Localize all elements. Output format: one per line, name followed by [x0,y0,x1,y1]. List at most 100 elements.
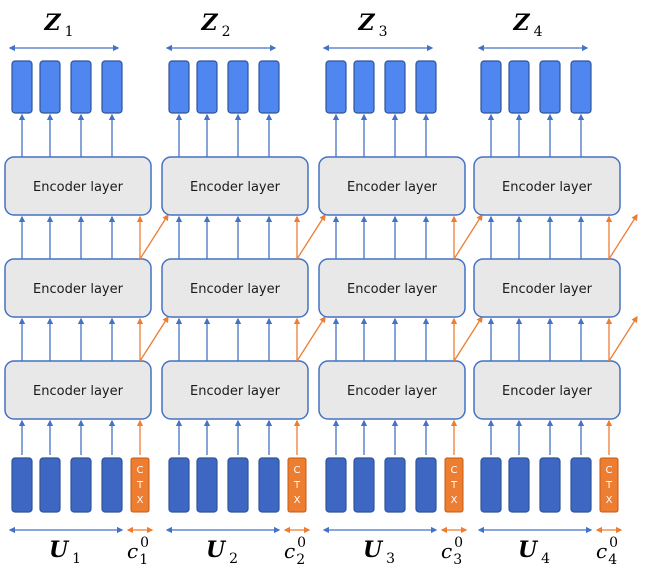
ctx-token [287,457,307,513]
z-index: 2 [222,24,231,40]
u-letter: U [363,537,384,563]
output-token [539,60,561,114]
encoder-layer [4,156,152,216]
encoder-layer [161,156,309,216]
ctx-diagonal-arrow [296,315,326,362]
ctx-token-label: T [136,480,144,491]
encoder-layer [473,258,621,318]
input-token [39,457,61,513]
ctx-token-label: C [294,465,301,476]
ctx-diagonal-arrow [139,213,169,260]
output-token [325,60,347,114]
ctx-token-label: C [137,465,144,476]
c-label: c30 [441,535,463,568]
z-index: 3 [379,24,388,40]
input-token [508,457,530,513]
encoder-layer-label: Encoder layer [190,180,281,195]
z-letter: Z [44,10,62,36]
ctx-token-label: X [294,495,301,506]
input-token [325,457,347,513]
u-index: 2 [229,551,238,567]
c-label: c10 [127,535,149,568]
z-letter: Z [201,10,219,36]
encoder-layer-label: Encoder layer [33,180,124,195]
input-token [168,457,190,513]
c-sub: 1 [139,552,148,568]
encoder-layer-label: Encoder layer [33,282,124,297]
ctx-token [130,457,150,513]
z-index: 1 [65,24,74,40]
output-token [570,60,592,114]
output-token [101,60,123,114]
z-letter: Z [513,10,531,36]
c-sup: 0 [297,535,306,551]
input-token [11,457,33,513]
encoder-layer-label: Encoder layer [190,282,281,297]
c-letter: c [441,539,452,563]
input-token [70,457,92,513]
ctx-token-label: X [137,495,144,506]
encoder-layer-label: Encoder layer [502,180,593,195]
encoder-layer-label: Encoder layer [502,384,593,399]
encoder-layer-label: Encoder layer [33,384,124,399]
input-token [539,457,561,513]
output-token [258,60,280,114]
output-token [480,60,502,114]
c-sup: 0 [454,535,463,551]
c-label: c20 [284,535,306,568]
input-token [353,457,375,513]
output-token [70,60,92,114]
input-token [570,457,592,513]
z-letter: Z [358,10,376,36]
u-letter: U [518,537,539,563]
output-token [196,60,218,114]
ctx-diagonal-arrow [608,213,638,260]
encoder-layer [4,258,152,318]
encoder-layer [318,258,466,318]
c-letter: c [284,539,295,563]
input-token [101,457,123,513]
c-letter: c [127,539,138,563]
ctx-token-label: C [451,465,458,476]
encoder-layer [161,258,309,318]
input-token [258,457,280,513]
u-letter: U [49,537,70,563]
output-token [39,60,61,114]
c-sub: 3 [453,552,462,568]
c-letter: c [596,539,607,563]
c-label: c40 [596,535,618,568]
input-token [227,457,249,513]
ctx-diagonal-arrow [453,213,483,260]
input-token [384,457,406,513]
u-index: 3 [386,551,395,567]
input-token [480,457,502,513]
u-index: 4 [541,551,550,567]
encoder-layer-label: Encoder layer [347,180,438,195]
output-token [508,60,530,114]
encoder-layer-label: Encoder layer [502,282,593,297]
input-token [415,457,437,513]
encoder-layer [4,360,152,420]
output-token [415,60,437,114]
encoder-layer [473,156,621,216]
ctx-diagonal-arrow [296,213,326,260]
c-sup: 0 [140,535,149,551]
ctx-diagonal-arrow [453,315,483,362]
ctx-token-label: T [293,480,301,491]
output-token [384,60,406,114]
encoder-layer-label: Encoder layer [347,384,438,399]
output-token [227,60,249,114]
encoder-layer [318,360,466,420]
encoder-layer [318,156,466,216]
